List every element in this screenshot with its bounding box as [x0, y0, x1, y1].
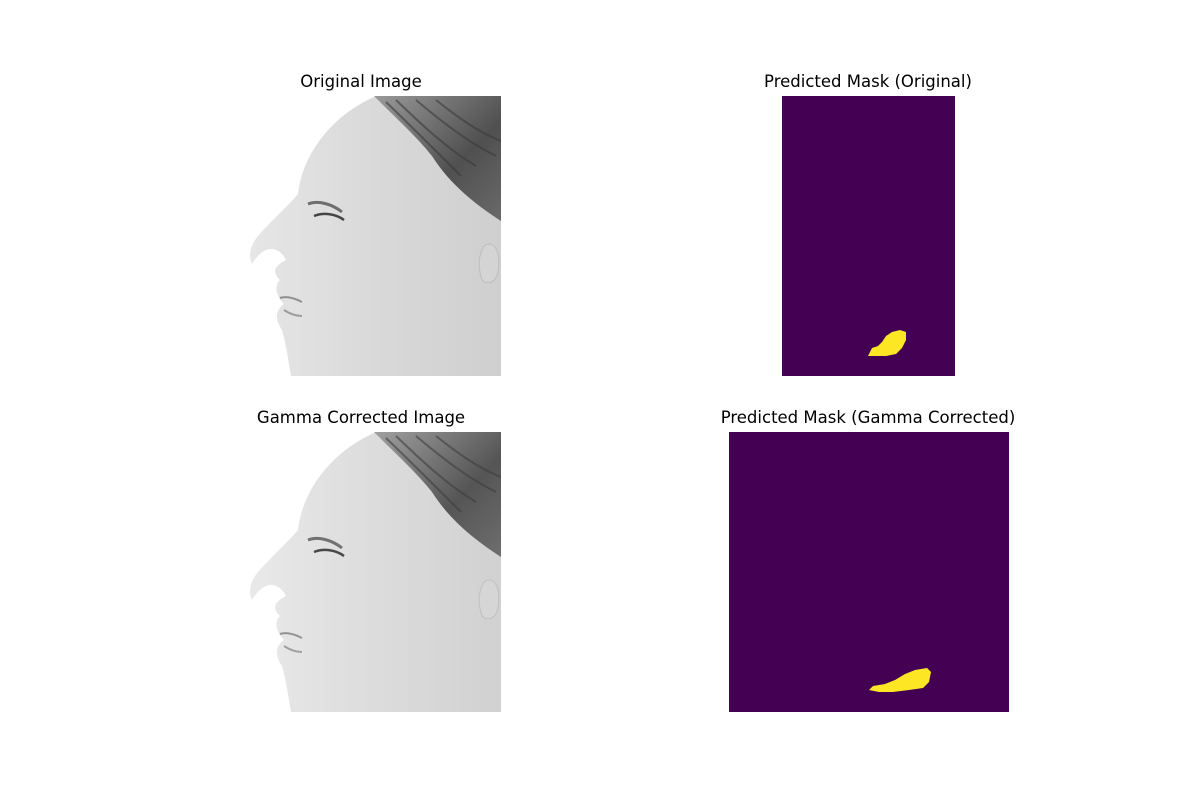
mask-region [868, 330, 906, 356]
mask-region [869, 668, 931, 692]
gamma-corrected-face-image [246, 432, 501, 712]
original-face-image [246, 96, 501, 376]
mask-background [729, 432, 1009, 712]
predicted-mask-gamma-corrected [729, 432, 1009, 712]
predicted-mask-original [782, 96, 955, 376]
title-original-image: Original Image [300, 72, 422, 91]
mask-background [782, 96, 955, 376]
title-gamma-corrected-image: Gamma Corrected Image [256, 408, 466, 427]
title-predicted-mask-gamma: Predicted Mask (Gamma Corrected) [720, 408, 1016, 427]
title-predicted-mask-original: Predicted Mask (Original) [764, 72, 972, 91]
